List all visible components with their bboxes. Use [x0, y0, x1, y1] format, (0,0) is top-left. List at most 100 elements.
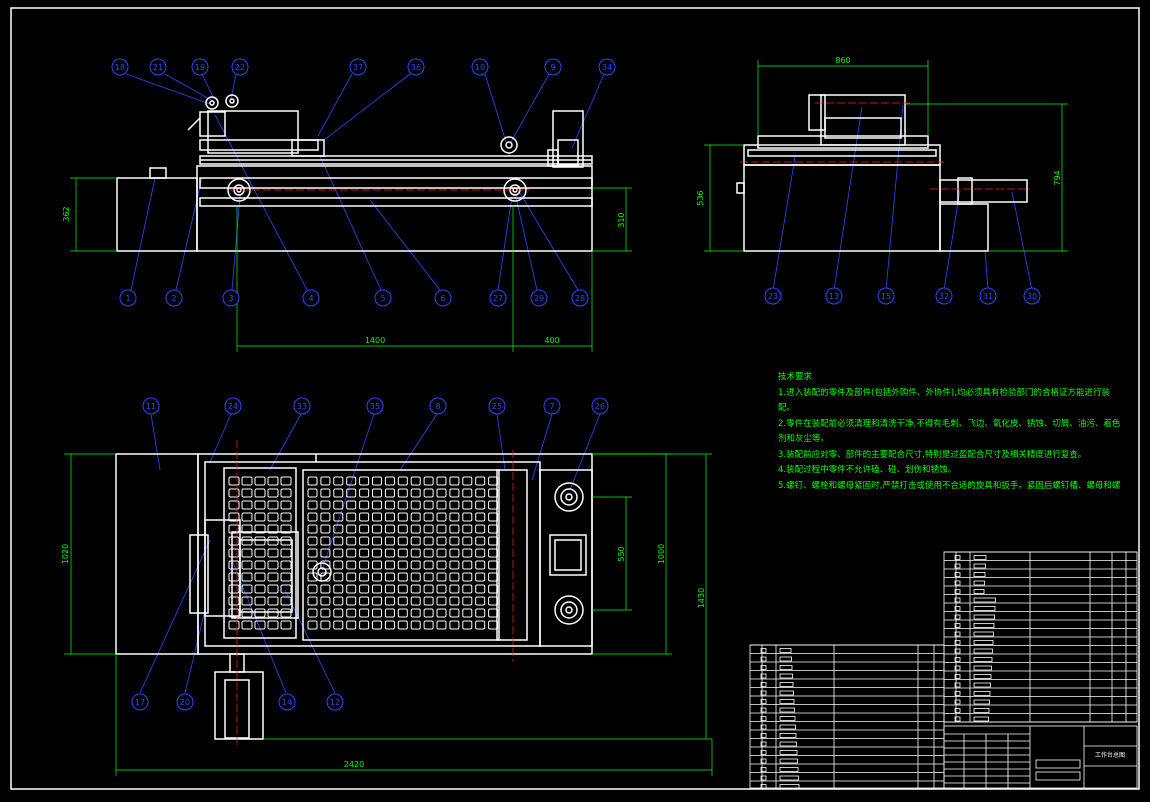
side-view	[704, 60, 1068, 291]
cavity-cell	[462, 548, 473, 558]
table-cell	[954, 572, 961, 577]
cavity-cell	[307, 524, 318, 534]
cavity-cell	[475, 572, 486, 582]
dim-top-right-inner: 550	[617, 546, 626, 561]
balloon-circle	[530, 289, 548, 307]
top-dim-labels: 1020 550 1000 1430 2420	[61, 544, 706, 769]
dim-top-left-height: 1020	[61, 544, 70, 564]
table-cell	[954, 614, 961, 620]
cavity-cell	[280, 584, 292, 594]
cavity-cell	[228, 548, 240, 558]
cavity-cell	[320, 476, 331, 486]
cavity-cell	[346, 620, 357, 630]
balloon-circle	[429, 397, 447, 415]
cavity-cell	[488, 512, 499, 522]
cavity-cell	[475, 560, 486, 570]
balloon-label: 23	[768, 292, 778, 301]
cavity-cell	[228, 572, 240, 582]
cavity-cell	[384, 584, 395, 594]
cavity-cell	[436, 572, 447, 582]
cavity-cell	[333, 536, 344, 546]
table-cell	[973, 589, 985, 594]
table-cell	[973, 691, 991, 696]
table-cell	[760, 741, 767, 747]
table-cell	[779, 656, 792, 662]
cavity-cell	[228, 584, 240, 594]
cavity-cell	[449, 620, 460, 630]
cavity-cell	[307, 500, 318, 510]
balloon-label: 14	[282, 698, 292, 707]
balloon-circle	[176, 693, 194, 711]
cavity-cell	[449, 524, 460, 534]
cavity-cell	[254, 500, 266, 510]
table-cell	[973, 597, 996, 603]
top-view	[64, 413, 713, 776]
balloon-label: 22	[235, 63, 245, 72]
cavity-cell	[228, 500, 240, 510]
table-cell	[954, 631, 961, 637]
cavity-cell	[372, 584, 382, 594]
cavity-cell	[241, 536, 253, 546]
balloon-circle	[1023, 287, 1041, 305]
cavity-cell	[346, 524, 357, 534]
table-cell	[973, 716, 989, 722]
cavity-cell	[449, 512, 460, 522]
cavity-cell	[436, 476, 447, 486]
cavity-cell	[475, 476, 486, 486]
cavity-cell	[333, 512, 344, 522]
cavity-cell	[462, 572, 473, 582]
cavity-cell	[488, 572, 499, 582]
front-view	[70, 73, 632, 352]
cavity-cell	[372, 572, 382, 582]
table-cell	[973, 563, 986, 569]
cavity-cell	[267, 524, 279, 534]
balloon-circle	[222, 289, 240, 307]
cavity-cell	[423, 560, 434, 570]
cavity-cell	[254, 536, 266, 546]
cavity-cell	[488, 488, 499, 498]
balloon-label: 8	[435, 402, 440, 411]
cavity-cell	[488, 620, 499, 630]
cavity-cell	[359, 560, 370, 570]
cavity-cell	[359, 596, 370, 606]
cavity-cell	[449, 536, 460, 546]
table-cell	[779, 784, 800, 789]
cavity-cell	[267, 608, 279, 618]
cavity-cell	[280, 608, 292, 618]
cavity-cell	[307, 584, 318, 594]
balloon-circle	[591, 397, 609, 415]
cavity-cell	[228, 476, 240, 486]
balloon-circle	[489, 289, 507, 307]
balloon-circle	[293, 397, 311, 415]
table-cell	[760, 707, 767, 713]
table-cell	[954, 623, 961, 628]
cavity-cell	[488, 524, 499, 534]
table-cell	[760, 775, 767, 781]
balloon-label: 21	[153, 63, 163, 72]
balloon-circle	[471, 58, 489, 76]
cavity-cell	[449, 548, 460, 558]
cavity-cell	[397, 488, 408, 498]
cavity-cell	[384, 620, 395, 630]
balloon-circle	[165, 289, 183, 307]
cavity-cell	[436, 536, 447, 546]
cavity-cell	[372, 536, 382, 546]
table-cell	[973, 648, 993, 654]
cavity-cell	[475, 536, 486, 546]
cavity-cell	[267, 572, 279, 582]
table-cell	[779, 716, 796, 721]
table-cell	[973, 606, 996, 611]
cavity-cell	[346, 608, 357, 618]
cavity-cell	[372, 512, 382, 522]
cavity-cell	[423, 536, 434, 546]
cavity-cell	[462, 512, 473, 522]
balloon-circle	[131, 693, 149, 711]
cavity-cell	[384, 524, 395, 534]
cavity-cell	[228, 536, 240, 546]
cavity-cell	[320, 596, 331, 606]
cavity-cell	[346, 572, 357, 582]
cavity-cell	[436, 608, 447, 618]
balloon-label: 37	[353, 63, 363, 72]
balloon-label: 7	[549, 402, 554, 411]
cavity-cell	[436, 620, 447, 630]
